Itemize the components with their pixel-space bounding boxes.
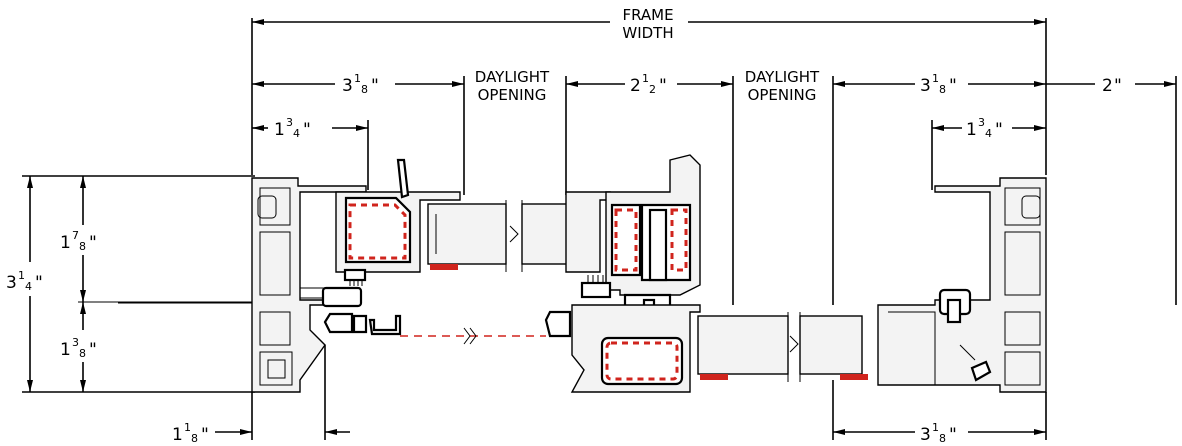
bottom-right-value: 3 1 8 " (920, 421, 957, 445)
frame-width-label-1: FRAME (622, 6, 673, 24)
svg-text:": " (949, 76, 957, 96)
svg-text:8: 8 (361, 83, 368, 96)
svg-text:1: 1 (60, 233, 71, 253)
svg-text:1: 1 (932, 72, 939, 85)
svg-text:3: 3 (920, 76, 931, 96)
svg-text:3: 3 (342, 76, 353, 96)
right-lower-sash-profile (570, 304, 868, 393)
daylight-opening-right-2: OPENING (748, 86, 817, 104)
interlock-seals (323, 310, 572, 345)
right-offset-value: 2 " (1102, 76, 1122, 96)
inner-dimension-row: 1 3 4 " 1 3 4 " (252, 116, 1046, 190)
svg-text:7: 7 (72, 229, 79, 242)
svg-text:8: 8 (939, 83, 946, 96)
svg-text:1: 1 (172, 425, 183, 445)
svg-text:1: 1 (932, 421, 939, 434)
left-inner-value: 1 3 4 " (274, 116, 311, 140)
svg-text:4: 4 (985, 127, 992, 140)
svg-text:1: 1 (966, 120, 977, 140)
svg-text:": " (303, 120, 311, 140)
svg-text:8: 8 (79, 347, 86, 360)
daylight-opening-left-1: DAYLIGHT (475, 68, 550, 86)
frame-width-label-2: WIDTH (622, 24, 673, 42)
svg-text:": " (949, 425, 957, 445)
svg-text:4: 4 (25, 280, 32, 293)
svg-text:3: 3 (6, 273, 17, 293)
svg-text:3: 3 (286, 116, 293, 129)
svg-text:2: 2 (630, 76, 641, 96)
svg-text:1: 1 (184, 421, 191, 434)
right-inner-value: 1 3 4 " (966, 116, 1003, 140)
svg-text:4: 4 (293, 127, 300, 140)
svg-text:1: 1 (642, 72, 649, 85)
right-frame-profile (877, 177, 1047, 393)
frame-width-dimension: FRAME WIDTH (251, 6, 1047, 175)
lower-depth-value: 1 3 8 " (60, 336, 97, 360)
svg-text:1: 1 (60, 340, 71, 360)
left-vertical-dimensions: 3 1 4 " 1 7 8 " 1 3 8 " (6, 175, 255, 393)
svg-text:": " (201, 425, 209, 445)
svg-text:3: 3 (920, 425, 931, 445)
svg-text:": " (371, 76, 379, 96)
left-sash-profile (335, 158, 461, 286)
bottom-left-value: 1 1 8 " (172, 421, 209, 445)
bottom-dimensions: 1 1 8 " 3 1 8 " (172, 345, 1047, 445)
top-right-width-value: 3 1 8 " (920, 72, 957, 96)
daylight-opening-right-1: DAYLIGHT (745, 68, 820, 86)
svg-text:1: 1 (18, 269, 25, 282)
svg-text:3: 3 (72, 336, 79, 349)
svg-text:": " (89, 233, 97, 253)
overall-depth-value: 3 1 4 " (6, 269, 43, 293)
svg-text:": " (1114, 76, 1122, 96)
svg-text:": " (659, 76, 667, 96)
svg-text:3: 3 (978, 116, 985, 129)
center-interlock-profile (565, 154, 701, 322)
top-dimension-row: 3 1 8 " DAYLIGHT OPENING 2 1 2 " DAYLIGH… (252, 68, 1177, 305)
svg-text:1: 1 (274, 120, 285, 140)
daylight-opening-left-2: OPENING (478, 86, 547, 104)
svg-text:8: 8 (79, 240, 86, 253)
upper-depth-value: 1 7 8 " (60, 229, 97, 253)
svg-text:": " (995, 120, 1003, 140)
left-frame-profile (251, 177, 367, 393)
svg-text:1: 1 (354, 72, 361, 85)
svg-text:8: 8 (191, 432, 198, 445)
interlock-width-value: 2 1 2 " (630, 72, 667, 96)
svg-text:2: 2 (1102, 76, 1113, 96)
svg-text:": " (89, 340, 97, 360)
svg-text:": " (35, 273, 43, 293)
svg-text:2: 2 (649, 83, 656, 96)
top-left-width-value: 3 1 8 " (342, 72, 379, 96)
svg-text:8: 8 (939, 432, 946, 445)
